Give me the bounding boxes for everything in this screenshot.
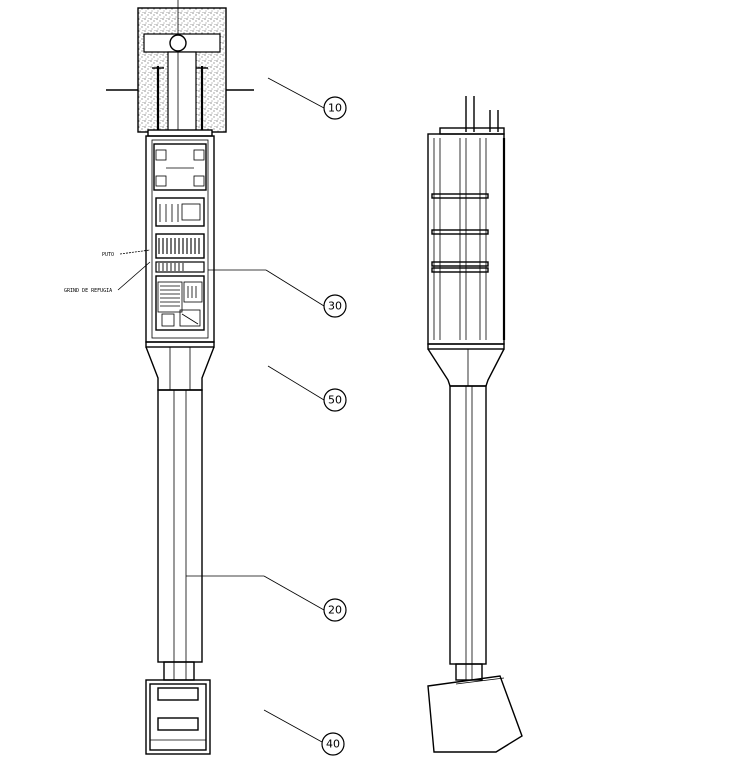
callout-20: 20 (323, 598, 347, 622)
svg-text:10: 10 (328, 102, 342, 115)
svg-text:30: 30 (328, 300, 342, 313)
svg-text:40: 40 (326, 738, 340, 751)
base-plate (147, 129, 213, 137)
callout-30: 30 (323, 294, 347, 318)
callout-40: 40 (321, 732, 345, 756)
callout-50: 50 (323, 388, 347, 412)
svg-text:20: 20 (328, 604, 342, 617)
equipment-cabinet (145, 135, 215, 343)
side-labels: PUTO GRIND DE REFUGIA (64, 249, 151, 294)
transition-cone (145, 341, 215, 391)
side-label-a: PUTO (102, 252, 114, 258)
bottom-head (145, 679, 211, 755)
concrete-foundation (106, 0, 254, 133)
side-label-b: GRIND DE REFUGIA (64, 288, 112, 294)
svg-text:50: 50 (328, 394, 342, 407)
front-elevation: PUTO GRIND DE REFUGIA (64, 0, 254, 755)
callout-10: 10 (323, 96, 347, 120)
side-elevation (427, 96, 523, 753)
callouts: 10 30 50 20 40 (186, 77, 347, 756)
pole-shaft (157, 389, 203, 681)
